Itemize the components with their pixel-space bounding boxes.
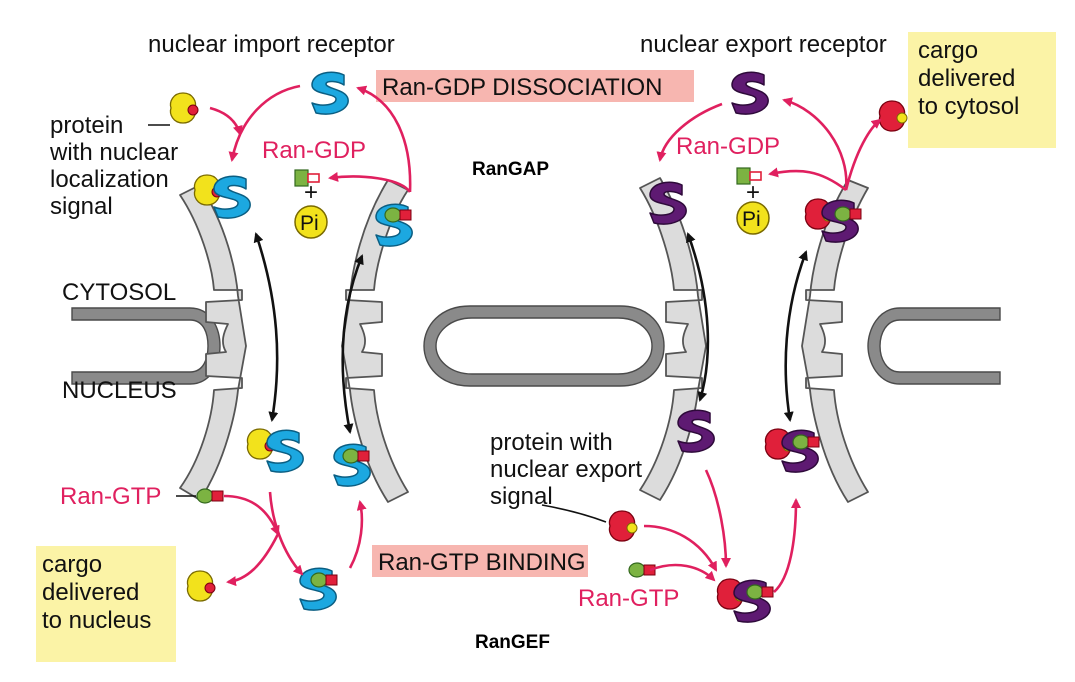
export-receptor-free-icon [731, 71, 769, 115]
import-receptor-free-icon [311, 71, 349, 115]
ran-gtp-bottom-right-icon [792, 434, 820, 450]
pink-arrows [209, 84, 882, 593]
arrow-export-receptor-recycle [656, 102, 723, 162]
arrow-export-receptor-to-gef [704, 469, 731, 568]
nes-cargo-delivered-icon [878, 100, 908, 132]
pi-right-text: Pi [742, 208, 761, 231]
nls-cargo-free-icon [169, 92, 199, 124]
ran-gtp-right-label: Ran-GTP [578, 585, 679, 612]
arrow-ran-gtp-right-to-gef [649, 563, 716, 582]
pi-left-icon: + Pi [294, 179, 328, 239]
pi-left-text: Pi [300, 212, 319, 235]
ran-gtp-left-icon [196, 488, 224, 504]
ran-gtp-gef-right-icon [746, 584, 774, 600]
arrow-nls-to-bind [209, 106, 243, 136]
ran-gtp-binding-highlight [372, 545, 588, 577]
arrow-gef-to-pore-right [773, 498, 801, 593]
cargo-nucleus-highlight [36, 546, 176, 662]
arrow-receptor-to-gef [268, 491, 304, 576]
nls-cargo-delivered-icon [186, 570, 216, 602]
arrow-receptor-to-bind [228, 84, 301, 162]
arrow-receptor-release-up [782, 97, 848, 191]
black-arrows [253, 232, 808, 434]
ran-gtp-left-label: Ran-GTP [60, 483, 161, 510]
ran-gtp-gef-left-icon [310, 572, 338, 588]
arrow-ran-gtp-to-gef [223, 494, 280, 536]
ran-gdp-left-label: Ran-GDP [262, 137, 366, 164]
protein-nes-leader [541, 504, 607, 523]
rangef-label: RanGEF [475, 632, 550, 653]
ran-gtp-top-left-icon [384, 207, 412, 223]
arrow-cargo-to-nucleus [226, 533, 280, 587]
ran-gdp-dissociation-highlight [376, 70, 694, 102]
arrow-ran-gdp-right [768, 167, 847, 192]
rangap-label: RanGAP [472, 159, 549, 180]
nucleus-label: NUCLEUS [62, 377, 177, 404]
protein-nls-label: protein with nuclear localization signal [49, 112, 185, 220]
cytosol-label: CYTOSOL [62, 279, 176, 306]
arrow-nes-to-gef [643, 524, 718, 572]
arrow-export-pore-left [686, 232, 710, 402]
cargo-nucleus-label: cargo delivered to nucleus [42, 551, 151, 634]
ran-gtp-binding-label: Ran-GTP BINDING [378, 549, 586, 576]
ran-gtp-top-right-icon [834, 206, 862, 222]
arrow-ran-gdp-left [328, 171, 412, 193]
cargo-cytosol-label: cargo delivered to cytosol [918, 37, 1022, 120]
arrow-cargo-to-cytosol [844, 118, 882, 191]
arrow-export-pore-right [783, 250, 808, 422]
ran-gdp-right-label: Ran-GDP [676, 133, 780, 160]
nes-cargo-free-icon [608, 510, 638, 542]
arrow-gef-to-pore [348, 500, 367, 569]
arrow-ran-release-up [356, 85, 412, 193]
nuclear-import-receptor-label: nuclear import receptor [148, 31, 395, 58]
protein-nes-label: protein with nuclear export signal [490, 429, 649, 510]
cargo-cytosol-highlight [908, 32, 1056, 148]
nuclear-export-receptor-label: nuclear export receptor [640, 31, 887, 58]
ran-gtp-bottom-left-icon [342, 448, 370, 464]
pi-right-icon: + Pi [736, 179, 770, 235]
ran-gdp-dissociation-label: Ran-GDP DISSOCIATION [382, 74, 663, 101]
arrow-import-pore-right [341, 254, 364, 434]
arrow-import-pore-left [253, 232, 279, 422]
plus-right: + [746, 179, 760, 206]
